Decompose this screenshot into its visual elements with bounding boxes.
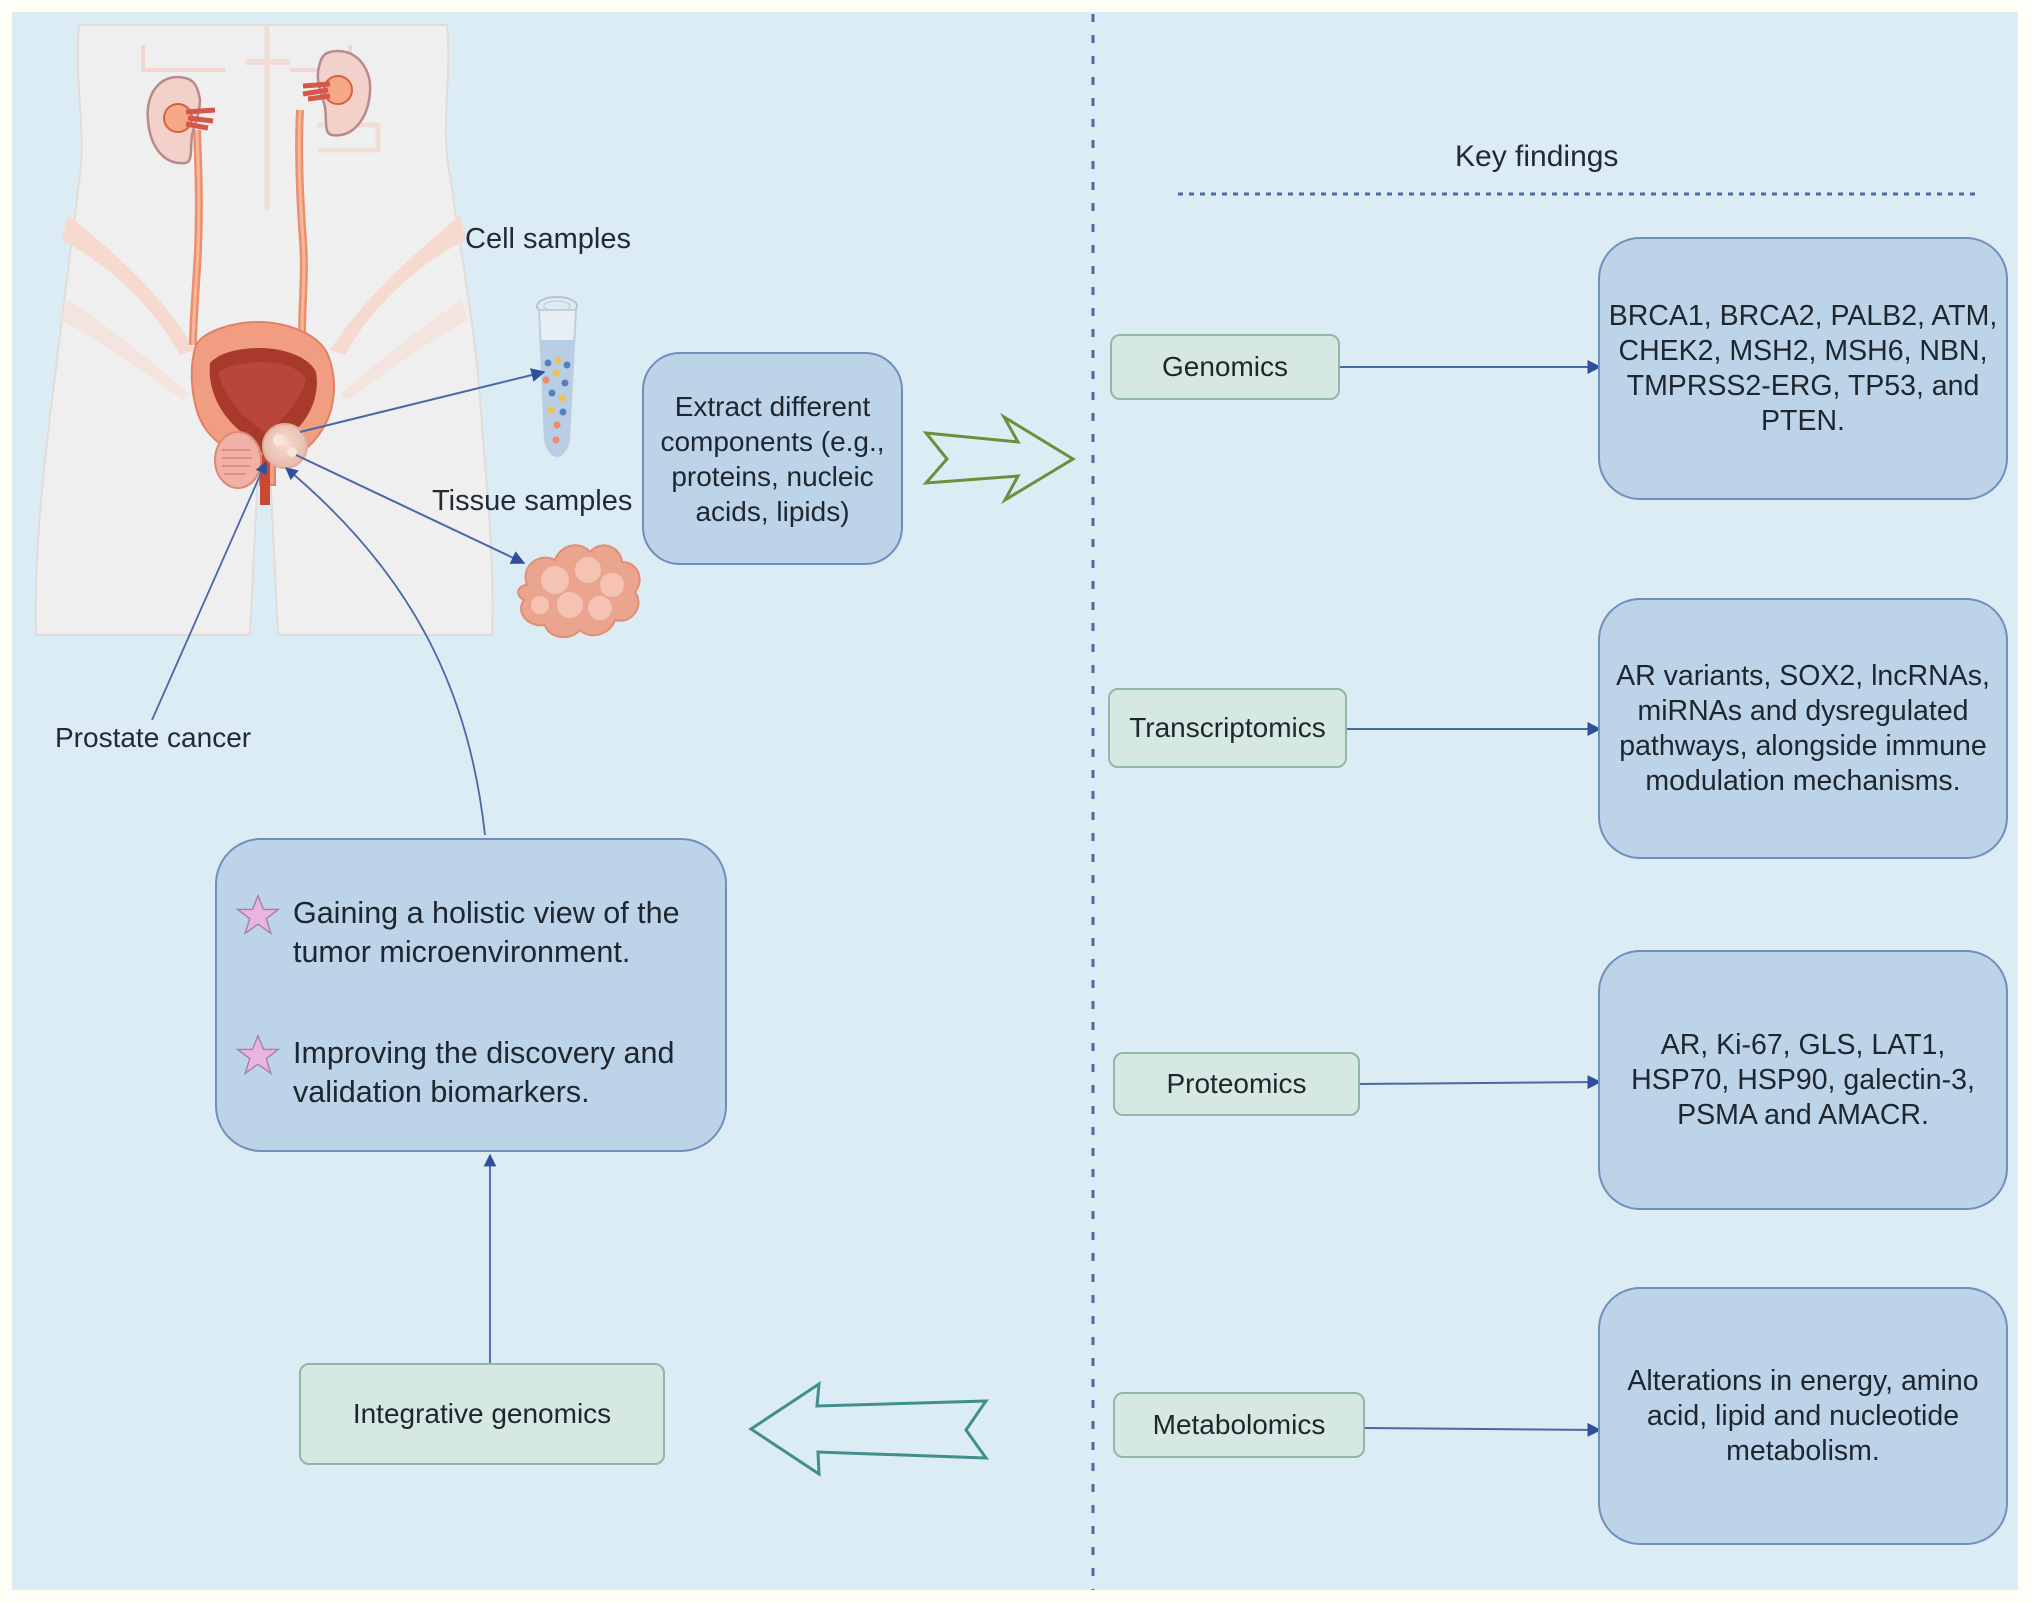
benefit-item: Improving the discovery and validation b… — [235, 1033, 703, 1112]
omics-connectors — [1340, 360, 1602, 1437]
star-icon — [235, 893, 281, 936]
cell-samples-label: Cell samples — [465, 223, 631, 255]
kidneys-illustration — [146, 49, 372, 346]
omics-label-metabolomics: Metabolomics — [1113, 1392, 1365, 1458]
prostate-cancer-pointer — [151, 460, 268, 721]
benefit-item: Gaining a holistic view of the tumor mic… — [235, 893, 703, 972]
omics-label-genomics: Genomics — [1110, 334, 1340, 400]
arrow-to-cell-samples — [299, 368, 546, 433]
tissue-sample-icon — [517, 544, 641, 639]
extract-components-box: Extract different components (e.g., prot… — [642, 352, 903, 565]
finding-box-metabolomics: Alterations in energy, amino acid, lipid… — [1598, 1287, 2008, 1545]
finding-box-transcriptomics: AR variants, SOX2, lncRNAs, miRNAs and d… — [1598, 598, 2008, 859]
finding-box-proteomics: AR, Ki-67, GLS, LAT1, HSP70, HSP90, gale… — [1598, 950, 2008, 1210]
cell-sample-tube-icon — [536, 296, 578, 458]
finding-box-genomics: BRCA1, BRCA2, PALB2, ATM, CHEK2, MSH2, M… — [1598, 237, 2008, 500]
sample-arrows — [151, 368, 546, 1363]
tissue-samples-label: Tissue samples — [432, 485, 633, 517]
forward-block-arrow-icon — [922, 412, 1076, 505]
prostate-cancer-label: Prostate cancer — [55, 722, 252, 753]
benefit-text: Gaining a holistic view of the tumor mic… — [293, 896, 680, 969]
integrative-genomics-box: Integrative genomics — [299, 1363, 665, 1465]
bladder-prostate-illustration — [190, 320, 335, 505]
benefits-box: Gaining a holistic view of the tumor mic… — [215, 838, 727, 1152]
benefit-text: Improving the discovery and validation b… — [293, 1036, 675, 1109]
omics-label-transcriptomics: Transcriptomics — [1108, 688, 1347, 768]
star-icon — [235, 1033, 281, 1076]
back-block-arrow-icon — [748, 1381, 989, 1477]
feedback-curve-arrow — [285, 467, 486, 836]
omics-label-proteomics: Proteomics — [1113, 1052, 1360, 1116]
arrow-to-tissue-samples — [295, 454, 526, 564]
key-findings-title: Key findings — [1455, 140, 1619, 173]
